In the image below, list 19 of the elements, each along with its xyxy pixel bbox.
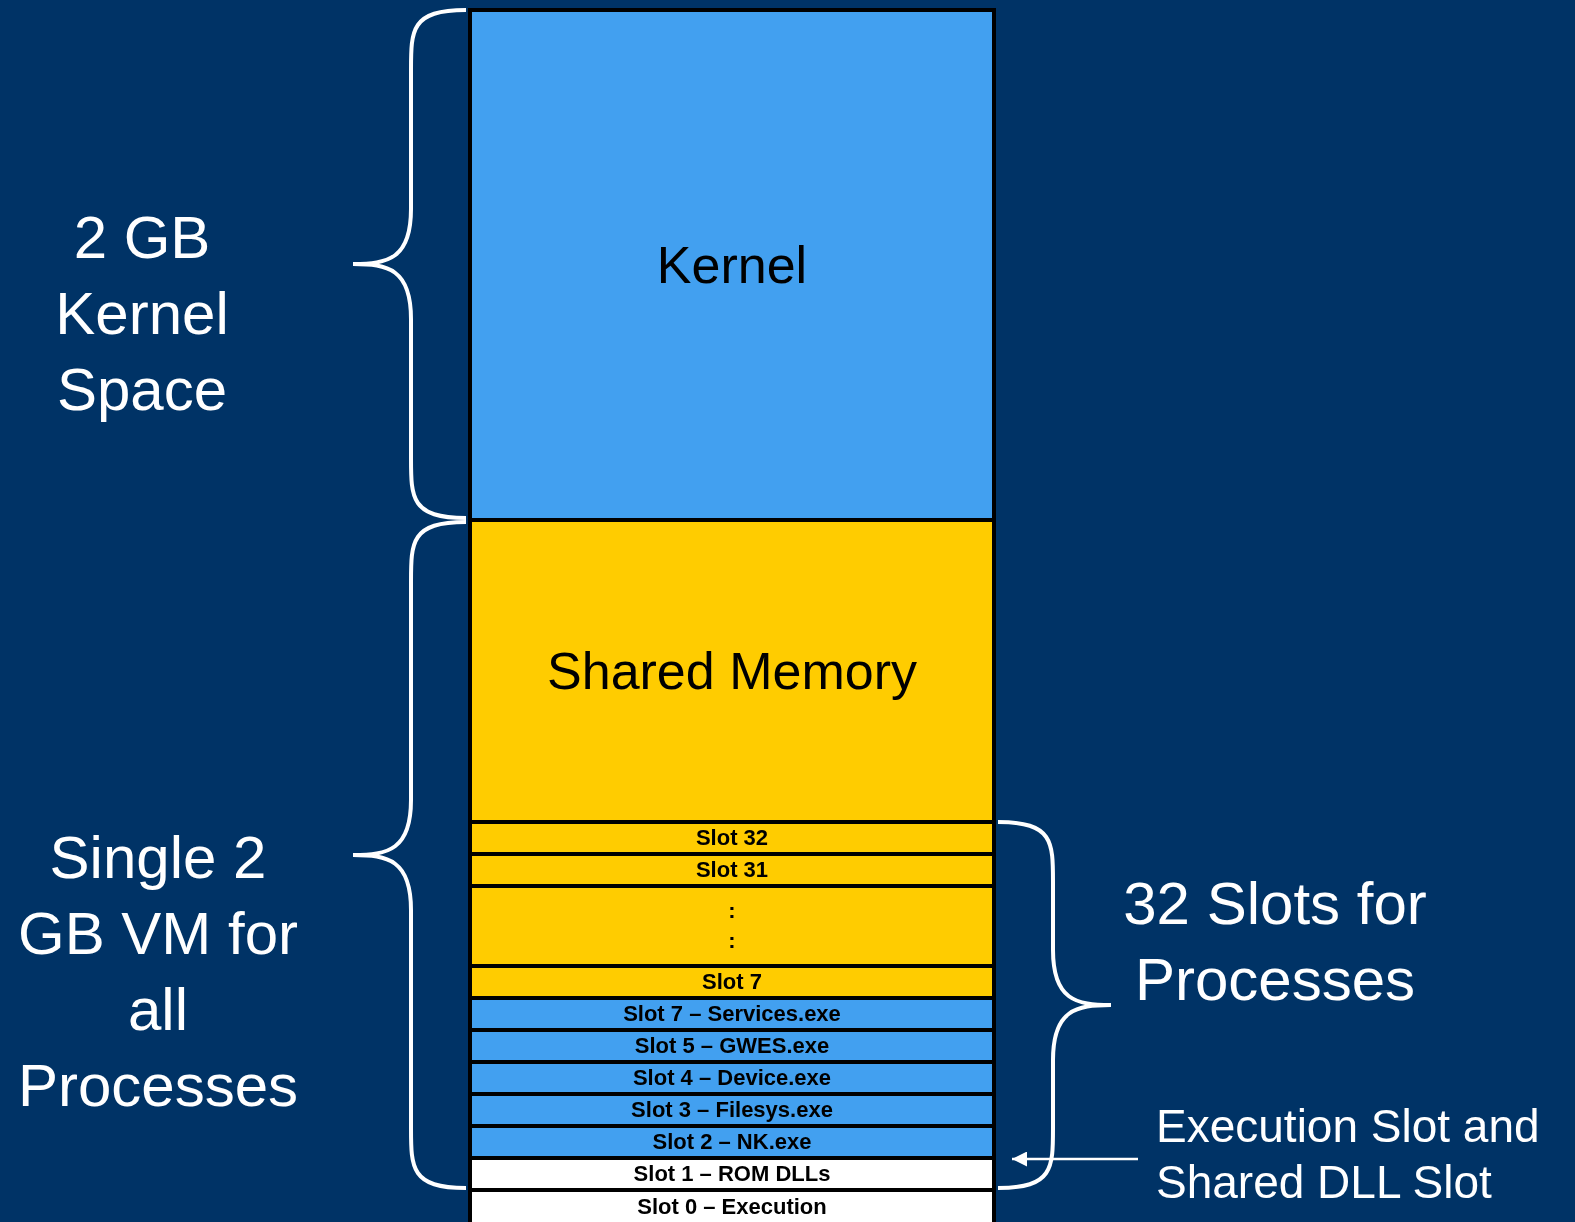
note-text: Execution Slot and Shared DLL Slot [1156,1098,1566,1210]
region-label: Slot 7 – Services.exe [623,1002,841,1026]
bracket-label: 32 Slots for Processes [1122,869,1428,1015]
region-label: : [728,927,736,955]
region-label: Slot 31 [695,858,769,882]
region-label: Slot 1 – ROM DLLs [633,1162,831,1186]
region-label: Kernel [656,235,808,295]
region-label: Slot 7 [702,970,762,994]
region-label: Shared Memory [547,641,917,701]
region-label: Slot 0 – Execution [637,1195,827,1219]
arrow [1012,1151,1138,1167]
bracket-label: 2 GB Kernel Space [54,203,230,425]
region-label: Slot 2 – NK.exe [652,1130,812,1154]
region-label: Slot 5 – GWES.exe [634,1034,830,1058]
region-label: Slot 3 – Filesys.exe [631,1098,833,1122]
region-label: Slot 4 – Device.exe [632,1066,832,1090]
region-label: : [728,897,736,925]
bracket-label: Single 2 GB VM for all Processes [16,823,300,1121]
region-label: Slot 32 [695,826,769,850]
